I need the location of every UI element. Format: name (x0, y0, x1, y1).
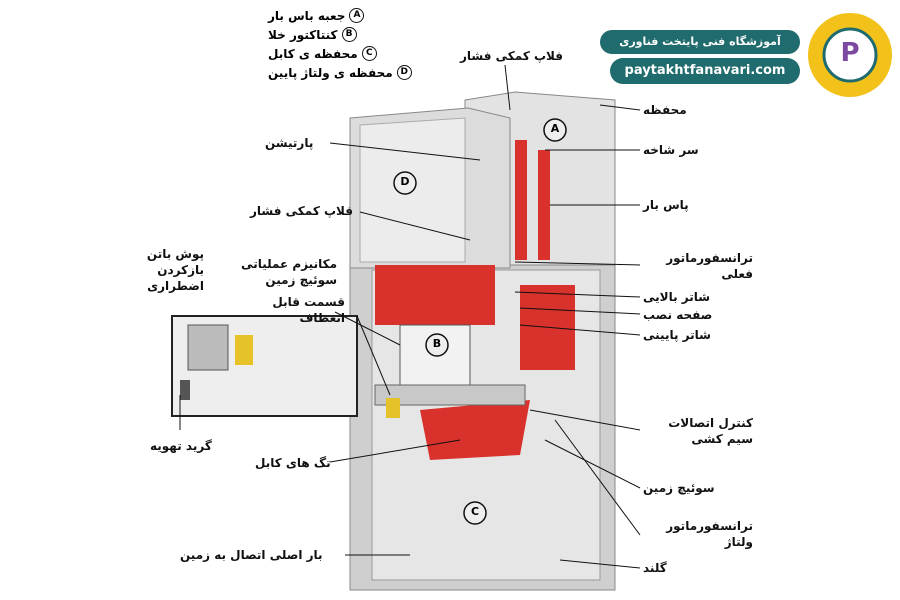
marker-a (543, 118, 567, 142)
marker-c (463, 501, 487, 525)
logo-url[interactable]: paytakhtfanavari.com (610, 58, 800, 84)
label-busbar: پاس بار (643, 198, 689, 212)
marker-c-label: C (470, 505, 480, 518)
mounting-rail (374, 384, 526, 406)
label-partition: پارتیشن (265, 136, 314, 150)
label-flexible-section: قسمت قابل انعطاف (272, 295, 345, 325)
label-mounting-plate: صفحه نصب (643, 308, 713, 322)
bushing-red (515, 140, 527, 260)
label-lower-shutter: شاتر پایینی (643, 328, 711, 342)
logo-letter: P (840, 38, 860, 68)
marker-d (393, 171, 417, 195)
label-emergency-button: پوش باتن بازکردن اضطراری (146, 247, 204, 293)
label-wiring-control: کنترل اتصالات سیم کشی (668, 416, 753, 446)
marker-a-label: A (550, 122, 560, 135)
vent-grid-inset (180, 380, 190, 400)
label-pressure-flap: فلاپ کمکی فشار (250, 204, 354, 218)
leader-lines (179, 64, 641, 569)
label-bushing: سر شاخه (643, 143, 699, 157)
label-earth-switch-mechanism: مکانیزم عملیاتی سوئیچ زمین (241, 257, 337, 287)
label-cable-tags: تگ های کابل (255, 456, 331, 470)
mechanism-yellow-2 (386, 398, 400, 418)
label-gland: گلند (643, 561, 667, 575)
contactor-frame-red (375, 265, 495, 325)
bushing-red-2 (538, 150, 550, 260)
label-voltage-transformer: ترانسفورماتور ولتاژ (666, 519, 753, 549)
emergency-button-inset (187, 324, 229, 371)
marker-b-label: B (432, 337, 442, 350)
logo-name: آموزشگاه فنی پایتخت فناوری (600, 30, 800, 54)
label-vent-grid: گرید تهویه (150, 439, 212, 453)
marker-b (425, 333, 449, 357)
label-enclosure: محفظه (643, 103, 687, 117)
mechanism-yellow (235, 335, 253, 365)
label-pressure-flap-top: فلاپ کمکی فشار (460, 49, 564, 63)
label-earthing-switch: سوئیچ زمین (643, 481, 715, 495)
label-main-earth-bar: بار اصلی اتصال به زمین (180, 548, 323, 562)
lower-red-part (420, 400, 530, 460)
logo-inner (822, 27, 878, 83)
label-upper-shutter: شاتر بالایی (643, 290, 711, 304)
marker-d-label: D (400, 175, 410, 188)
label-current-transformer: ترانسفورماتور فعلی (666, 251, 753, 281)
